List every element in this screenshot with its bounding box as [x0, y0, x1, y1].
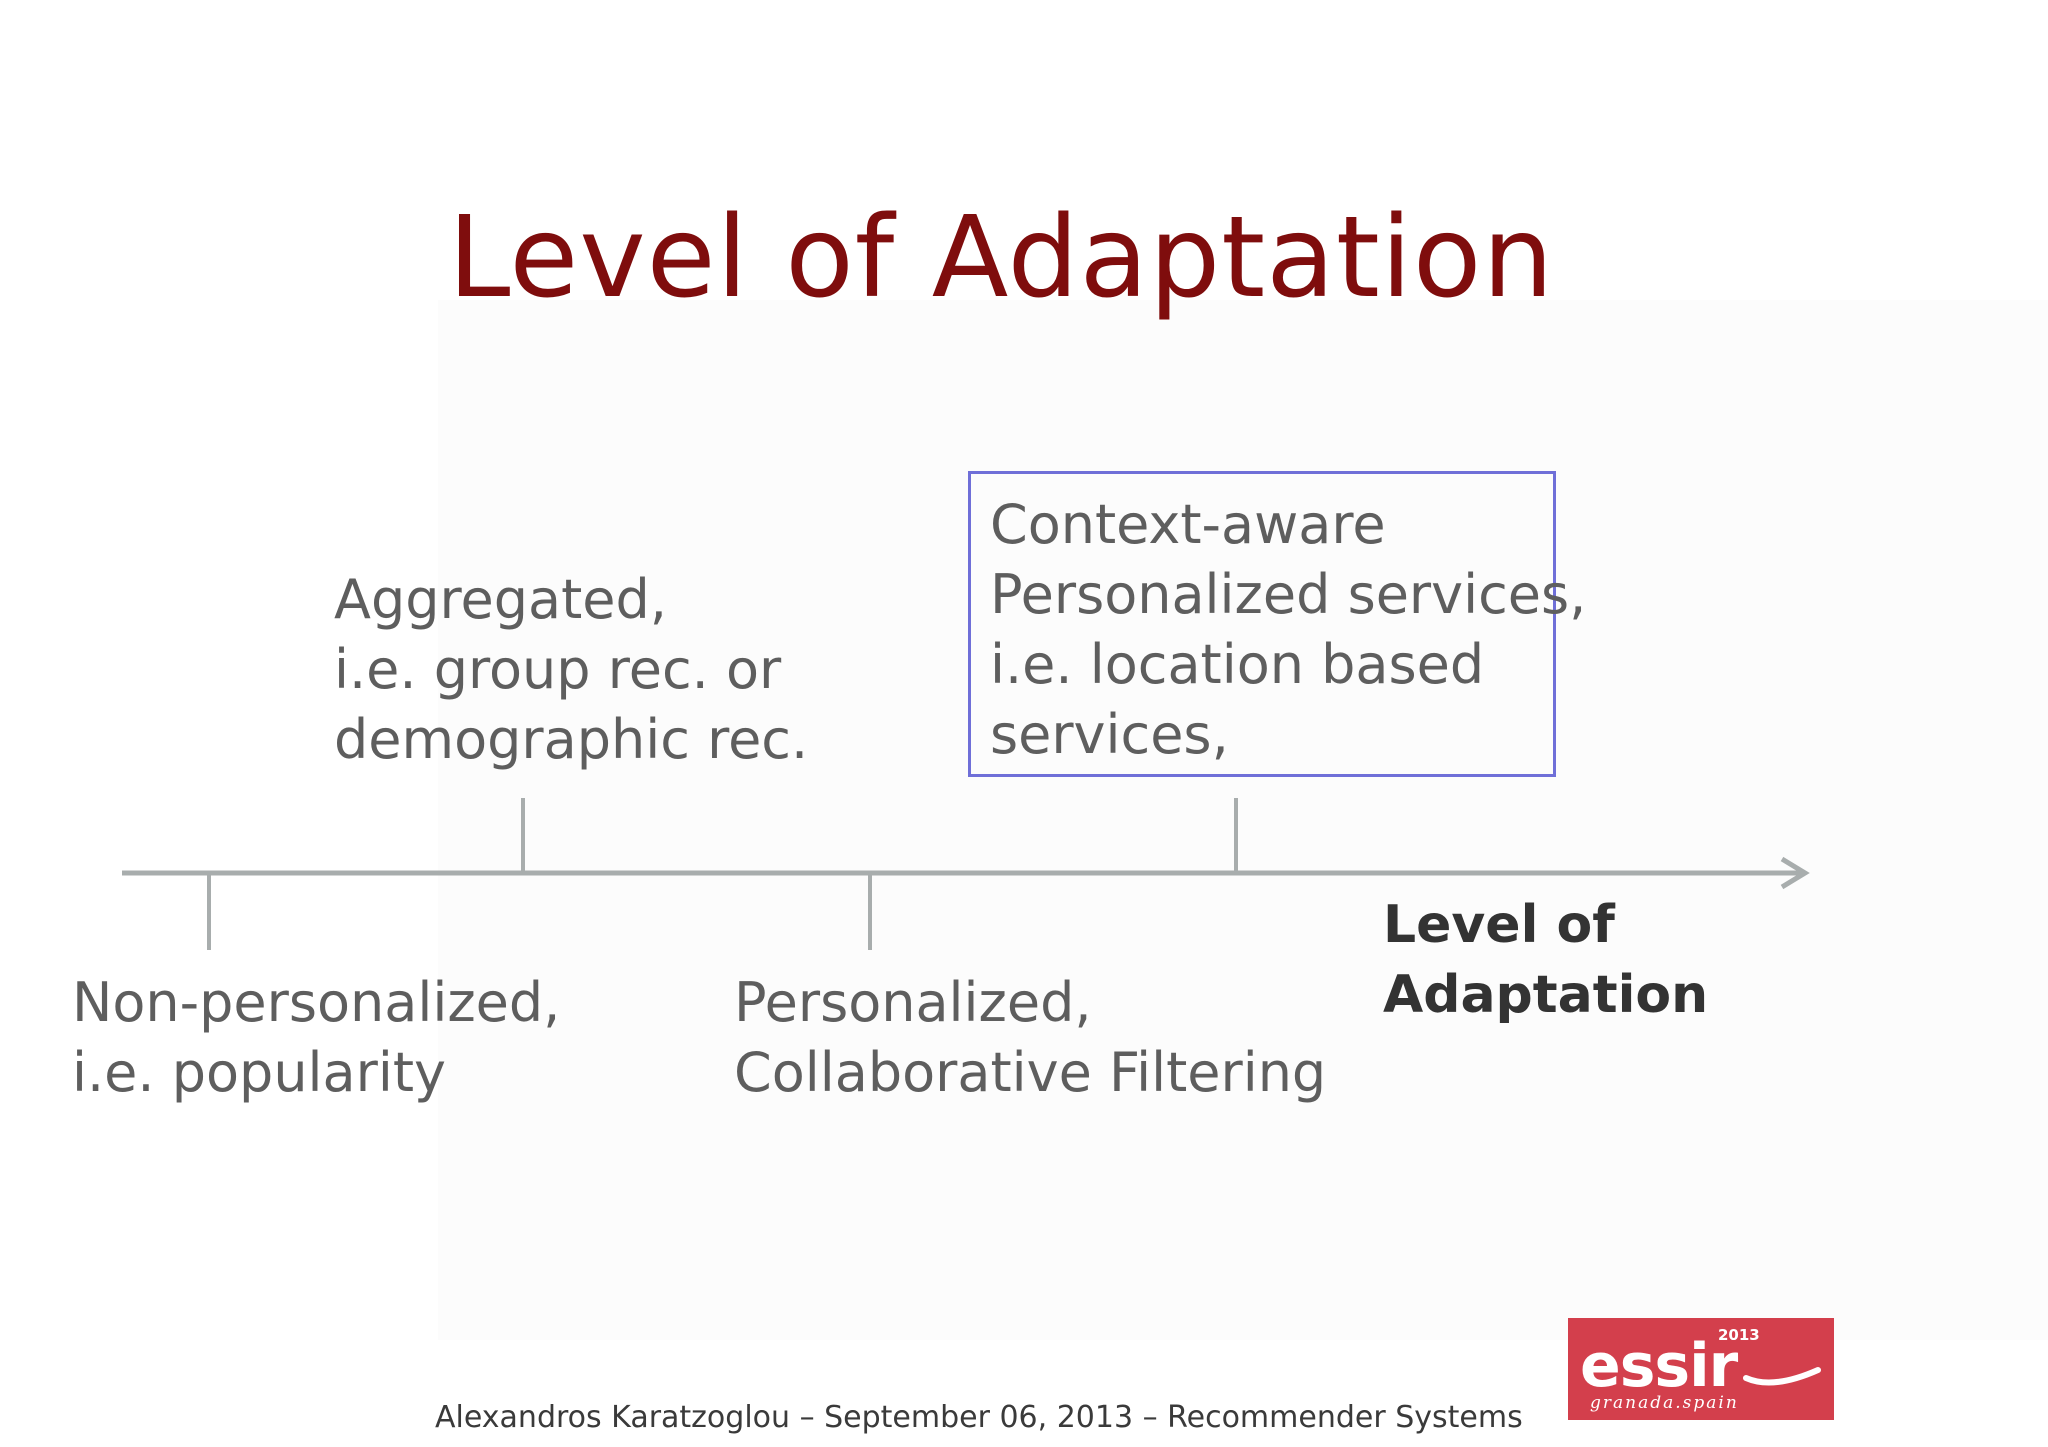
label-line: demographic rec. [334, 708, 809, 771]
label-line: Personalized services, [990, 563, 1587, 626]
highlight-box [968, 471, 1556, 777]
label-line: i.e. group rec. or [334, 638, 782, 701]
slide-footer: Alexandros Karatzoglou – September 06, 2… [435, 1400, 1523, 1435]
label-line: Collaborative Filtering [734, 1041, 1327, 1104]
label-aggregated: Aggregated, i.e. group rec. or demograph… [334, 565, 808, 775]
label-line: Personalized, [734, 971, 1092, 1034]
axis-arrowhead [1780, 856, 1810, 890]
label-line: Aggregated, [334, 568, 667, 631]
label-line: i.e. location based [990, 633, 1485, 696]
axis-title-line: Adaptation [1383, 965, 1709, 1025]
slide-title: Level of Adaptation [448, 193, 1555, 324]
logo-text: essir [1580, 1331, 1739, 1401]
label-personalized: Personalized, Collaborative Filtering [734, 968, 1326, 1108]
axis-title-line: Level of [1383, 895, 1615, 955]
essir-logo: 2013 essir granada.spain [1568, 1318, 1834, 1420]
logo-tagline: granada.spain [1590, 1393, 1739, 1413]
label-non-personalized: Non-personalized, i.e. popularity [72, 968, 560, 1108]
label-line: i.e. popularity [72, 1041, 446, 1104]
logo-swoosh [1743, 1367, 1821, 1386]
logo-year: 2013 [1718, 1326, 1760, 1344]
label-context-aware: Context-aware Personalized services, i.e… [990, 490, 1586, 770]
essir-logo-graphic: 2013 essir granada.spain [1580, 1326, 1821, 1413]
label-line: services, [990, 703, 1229, 766]
axis-title: Level of Adaptation [1383, 890, 1708, 1030]
label-line: Non-personalized, [72, 971, 561, 1034]
label-line: Context-aware [990, 493, 1386, 556]
